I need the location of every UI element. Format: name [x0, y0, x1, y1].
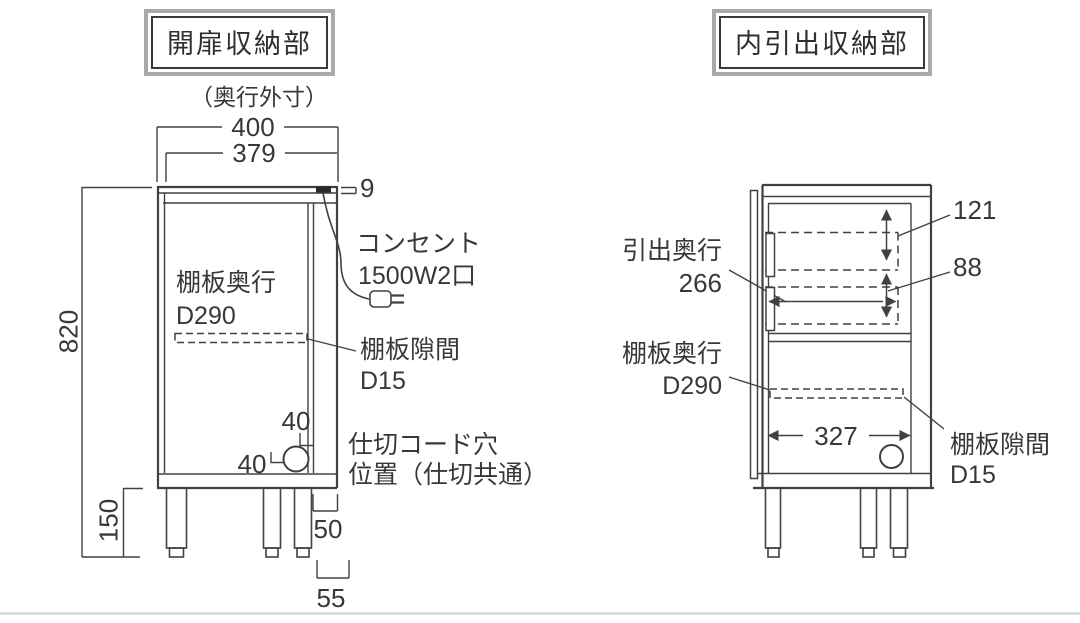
shelf-gap-label: 棚板隙間: [360, 336, 461, 364]
dim-outer-width: 400: [222, 112, 284, 143]
cord-hole-circle: [879, 444, 904, 469]
shelf-depth-value: D290: [176, 302, 236, 330]
outlet-label: コンセント: [356, 230, 482, 258]
cord-hole-circle: [282, 445, 310, 473]
cord-hole-label-1: 仕切コード穴: [348, 431, 499, 459]
shelf-depth-label: 棚板奥行: [176, 269, 277, 297]
right-cabinet-linework: [728, 183, 951, 558]
dim-inner-width: 379: [223, 138, 285, 169]
dim-bottom-depth: 55: [316, 583, 346, 613]
right-shelf-depth-value: D290: [662, 372, 722, 400]
bottom-divider: [0, 612, 1080, 615]
dim-lower-drawer-height: 88: [953, 252, 982, 282]
dim-bottom-inset: 50: [313, 514, 343, 544]
right-shelf-dashed-bar: [769, 388, 904, 399]
left-section-title-box: 開扉収納部: [144, 9, 335, 76]
cord-hole-label-2: 位置（仕切共通）: [348, 461, 549, 489]
depth-outer-subtitle: （奥行外寸）: [190, 84, 328, 110]
right-shelf-gap-label: 棚板隙間: [950, 431, 1051, 459]
dim-hole-offset-left: 40: [237, 449, 267, 479]
shelf-gap-value: D15: [360, 367, 406, 395]
power-cord-curve: [322, 192, 370, 300]
dim-total-height: 820: [53, 309, 84, 354]
drawer-dashed-outlines: [765, 231, 899, 325]
drawer-depth-label: 引出奥行: [622, 237, 723, 265]
dim-hole-offset-top: 40: [281, 406, 311, 436]
right-section-title: 内引出収納部: [719, 16, 925, 69]
right-shelf-gap-value: D15: [950, 461, 996, 489]
dim-top-thickness: 9: [360, 173, 375, 203]
dim-leg-height: 150: [93, 498, 124, 543]
dim-upper-drawer-height: 121: [953, 195, 997, 225]
outlet-spec: 1500W2口: [358, 262, 477, 290]
right-section-title-box: 内引出収納部: [712, 9, 932, 76]
power-plug-icon: [369, 290, 404, 308]
right-shelf-depth-label: 棚板奥行: [622, 340, 723, 368]
left-cabinet-linework: [81, 126, 357, 579]
outlet-connector-block: [316, 186, 331, 193]
left-section-title: 開扉収納部: [151, 16, 328, 69]
drawer-depth-value: 266: [678, 268, 722, 298]
dim-right-inner-width: 327: [803, 421, 869, 452]
left-shelf-dashed-bar: [174, 332, 308, 344]
drawer-front-panels: [765, 232, 776, 332]
